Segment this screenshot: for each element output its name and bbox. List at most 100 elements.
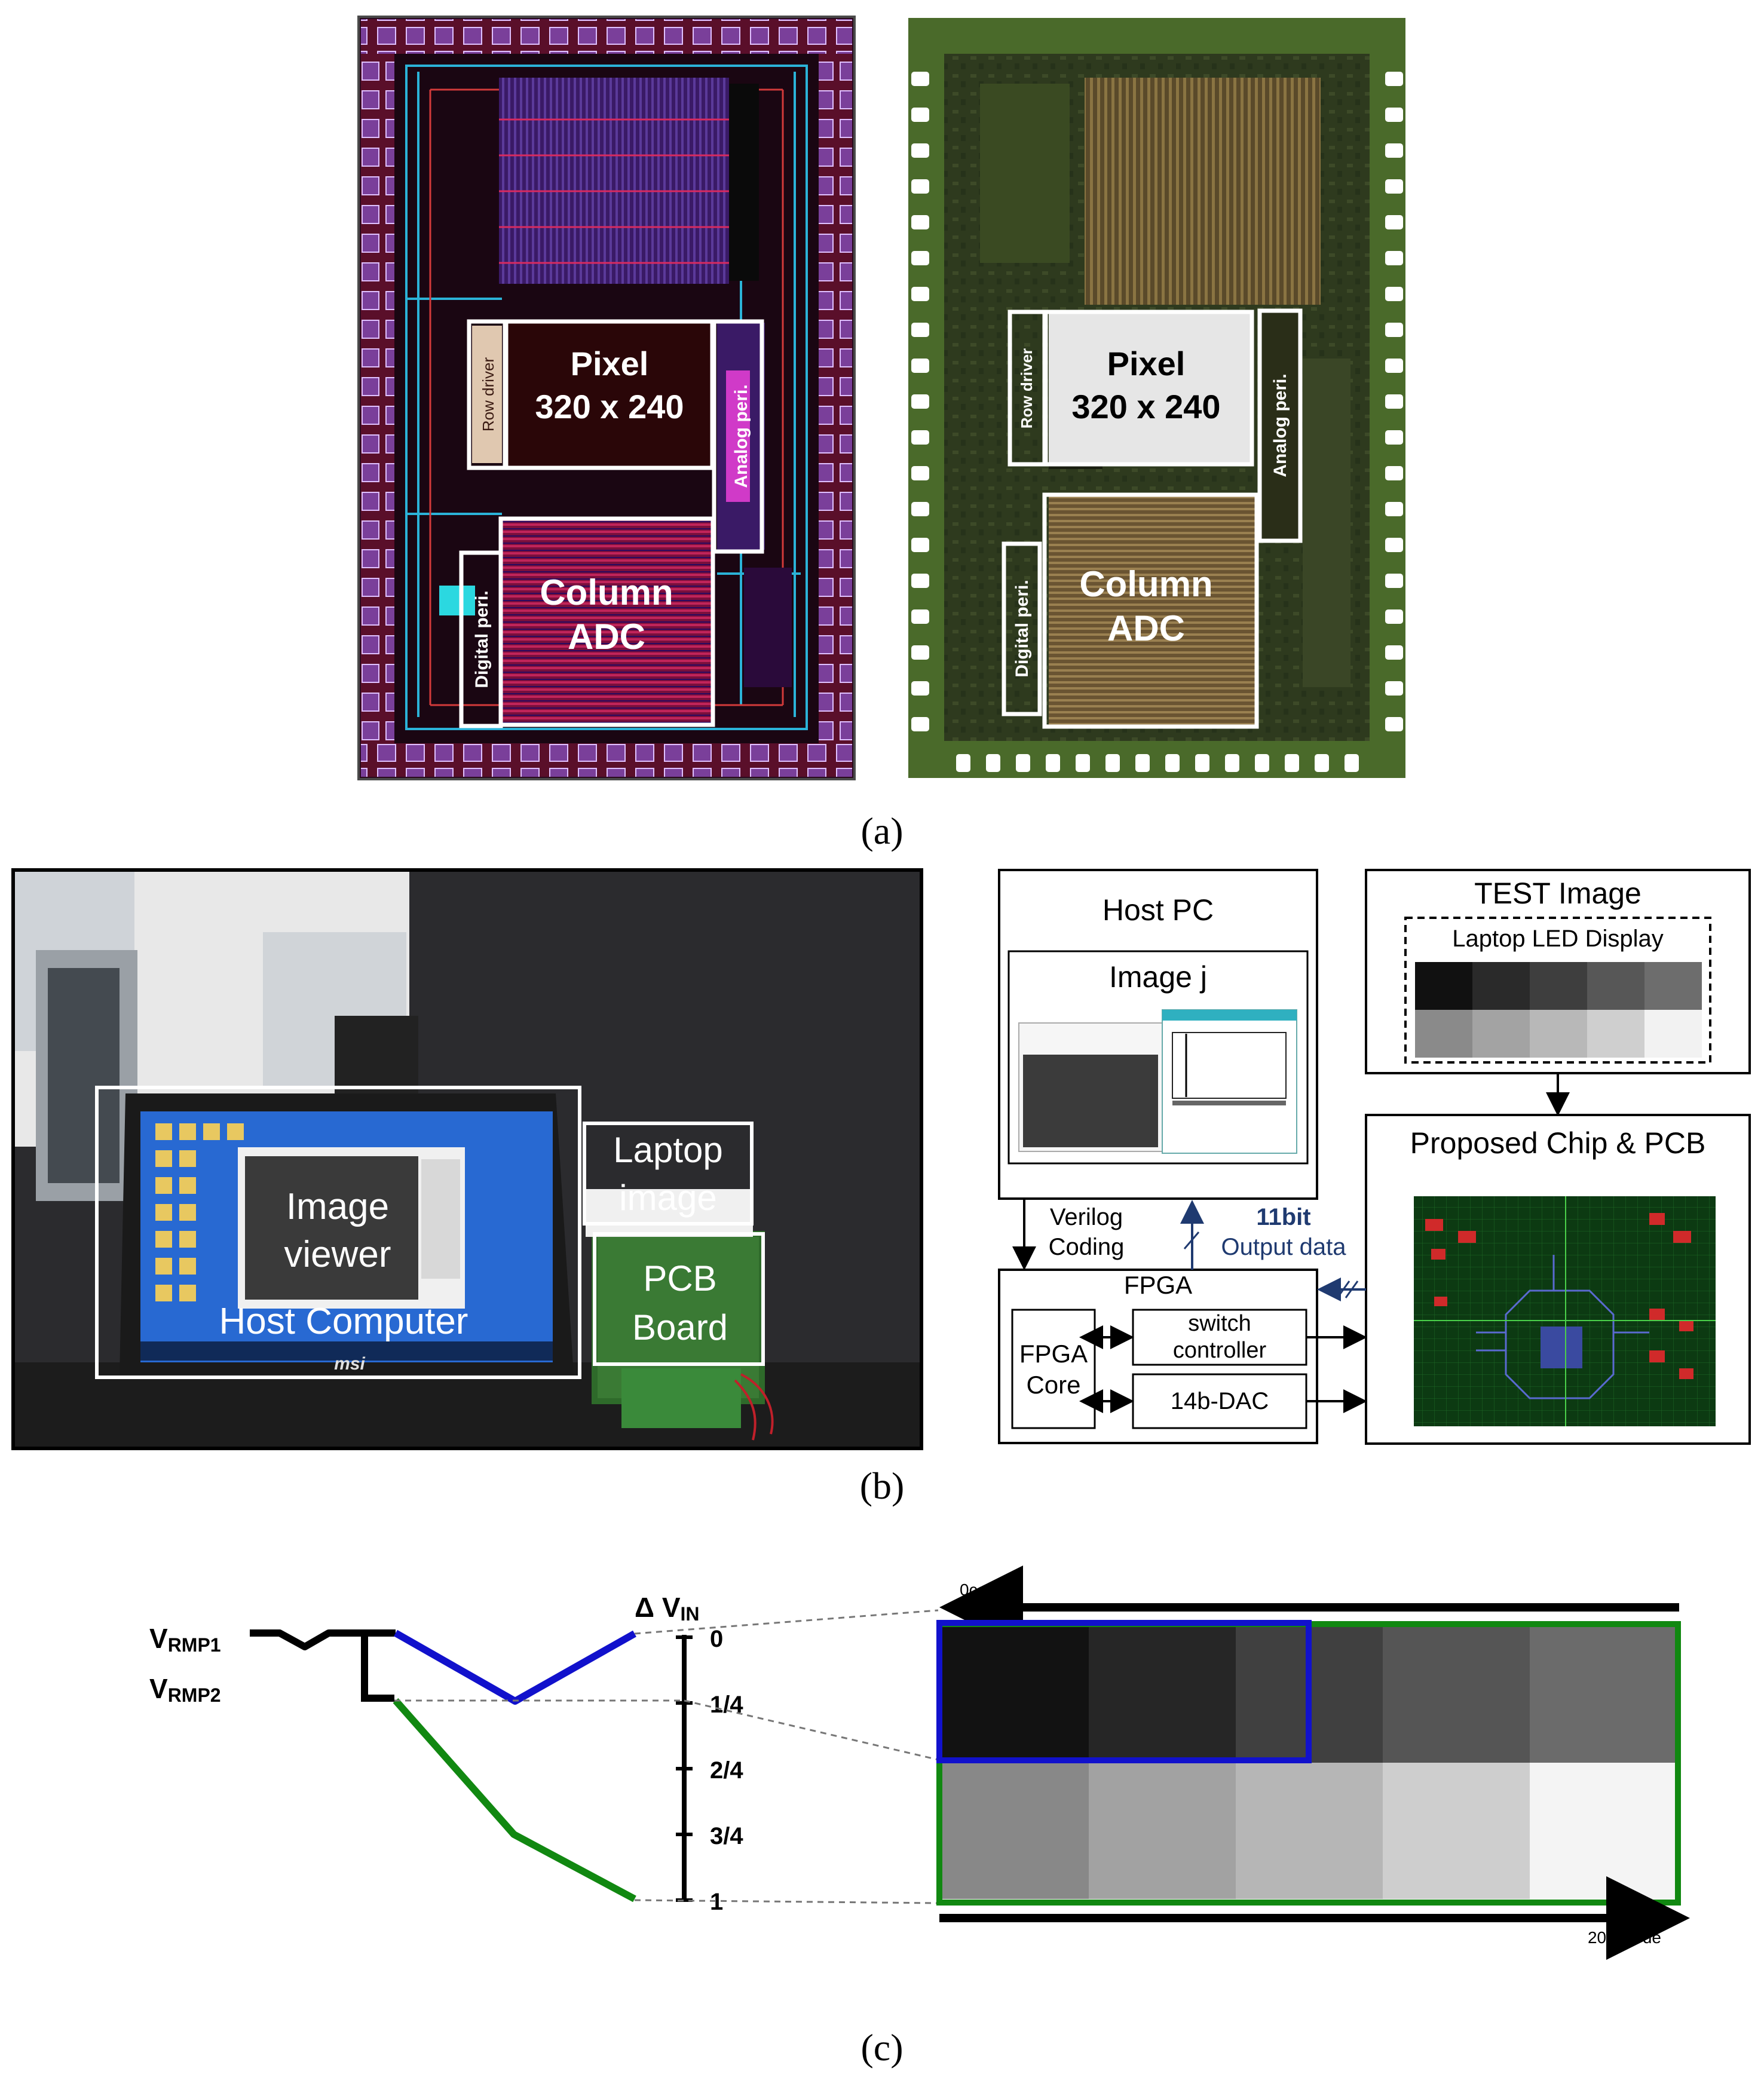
photo-analog-peri: Analog peri. (1270, 373, 1290, 477)
gray-swatch-top-3 (1383, 1626, 1530, 1763)
vin-tick-label-0: 0 (710, 1626, 723, 1652)
caption-a: (a) (860, 810, 903, 852)
pcb-board-label-2: Board (632, 1307, 728, 1347)
code-end-label: 2047code (1588, 1928, 1661, 1947)
laptop-image-label-2: image (619, 1178, 716, 1218)
photo-analog-box (1257, 308, 1303, 543)
panel-a: Pixel 320 x 240 Row driver Analog peri. … (357, 16, 1405, 852)
gray-swatch-top-4 (1530, 1626, 1677, 1763)
block-diagram: Host PC Image j TEST Image Laptop LED Di… (998, 869, 1751, 1445)
panel-c: VRMP1 VRMP2 Δ VIN 01/42/43/41 0code 2047… (149, 1566, 1690, 2069)
test-image-label: TEST Image (1474, 877, 1642, 910)
host-pc-label: Host PC (1102, 893, 1214, 927)
blue-range-box (936, 1620, 1312, 1763)
layout-adc-label: ADC (568, 617, 645, 657)
led-swatch-top-4 (1644, 962, 1702, 1010)
panel-b: msi Image viewer Host Computer Laptop im… (11, 868, 1751, 1507)
image-viewer-label-2: viewer (284, 1234, 391, 1275)
vrmp1-label: VRMP1 (149, 1623, 221, 1656)
led-swatch-bottom-2 (1530, 1010, 1587, 1058)
gray-swatch-top-0 (942, 1626, 1089, 1763)
photo-chip: Pixel 320 x 240 Row driver Analog peri. … (908, 18, 1405, 778)
photo-digital-box (1002, 541, 1042, 716)
led-swatch-top-0 (1415, 962, 1472, 1010)
ramp-green (393, 1698, 636, 1903)
setup-photo: msi Image viewer Host Computer Laptop im… (11, 868, 923, 1450)
vrmp1-v: V (149, 1623, 168, 1654)
image-j-label: Image j (1109, 960, 1207, 994)
delta-vin-v: Δ V (635, 1592, 681, 1623)
vin-tick-label-4: 1 (710, 1889, 723, 1915)
laptop-image-label: Laptop (613, 1130, 723, 1170)
led-gray-swatches (1415, 962, 1702, 1058)
code-start-label: 0code (960, 1580, 1005, 1599)
photo-column-label: Column (1079, 564, 1212, 604)
gray-swatch-top-1 (1089, 1626, 1236, 1763)
gray-swatch-bottom-0 (942, 1763, 1089, 1899)
vrmp2-label: VRMP2 (149, 1673, 221, 1706)
vrmp2-sub: RMP2 (168, 1684, 221, 1706)
gray-swatch-bottom-2 (1236, 1763, 1383, 1899)
layout-row-driver: Row driver (479, 357, 497, 432)
layout-pixel-label: Pixel (571, 345, 649, 382)
coding-label: Coding (1049, 1234, 1125, 1260)
vrmp1-sub: RMP1 (168, 1634, 221, 1656)
pcb-layout-image (1414, 1196, 1716, 1426)
fpga-core-label: FPGA (1019, 1340, 1088, 1368)
delta-vin-label: Δ VIN (635, 1592, 700, 1625)
fpga-label: FPGA (1124, 1271, 1192, 1299)
led-swatch-bottom-0 (1415, 1010, 1472, 1058)
layout-digital-box (459, 550, 503, 728)
ramp-input-waveform (250, 1629, 396, 1650)
pcb-board-label: PCB (643, 1258, 716, 1298)
proposed-chip-label: Proposed Chip & PCB (1410, 1126, 1706, 1160)
pcb-board-box (593, 1232, 765, 1366)
photo-pixel-size: 320 x 240 (1071, 388, 1220, 425)
vin-tick-label-2: 2/4 (710, 1757, 743, 1784)
photo-adc-box (1042, 492, 1259, 729)
gray-swatch-bottom-3 (1383, 1763, 1530, 1899)
brand-logo: msi (334, 1354, 365, 1374)
bit-label: 11bit (1256, 1204, 1310, 1230)
layout-digital-peri: Digital peri. (472, 590, 492, 688)
layout-analog-peri: Analog peri. (731, 384, 751, 488)
guide-lines (394, 1609, 939, 1904)
caption-c: (c) (860, 2026, 903, 2069)
laptop-led-label: Laptop LED Display (1452, 926, 1664, 952)
dac-label: 14b-DAC (1171, 1388, 1269, 1414)
photo-adc-label: ADC (1107, 608, 1185, 648)
host-computer-box (95, 1086, 581, 1379)
vin-scale-ticks: 01/42/43/41 (676, 1626, 743, 1915)
vin-tick-label-3: 3/4 (710, 1823, 743, 1849)
delta-vin-sub: IN (681, 1603, 700, 1625)
host-computer-label: Host Computer (219, 1301, 468, 1342)
photo-row-driver: Row driver (1018, 348, 1036, 428)
fpga-core-label-2: Core (1026, 1371, 1080, 1399)
layout-column-label: Column (540, 572, 673, 612)
image-viewer-label: Image (286, 1186, 389, 1227)
led-swatch-top-1 (1472, 962, 1530, 1010)
photo-pixel-box (1043, 310, 1254, 467)
layout-chip: Pixel 320 x 240 Row driver Analog peri. … (357, 16, 856, 780)
ramp-blue (394, 1629, 636, 1705)
ramp-split (361, 1633, 394, 1702)
switch-controller-box (1132, 1309, 1307, 1366)
verilog-label: Verilog (1050, 1204, 1123, 1230)
led-swatch-top-3 (1587, 962, 1644, 1010)
gray-swatch-bottom-4 (1530, 1763, 1677, 1899)
switch-label: switch (1188, 1311, 1251, 1336)
photo-pixel-label: Pixel (1107, 345, 1186, 382)
led-swatch-bottom-4 (1644, 1010, 1702, 1058)
layout-analog-box (712, 319, 764, 554)
laptop-image-box (583, 1122, 754, 1226)
layout-pixel-size: 320 x 240 (535, 388, 684, 425)
led-swatch-bottom-3 (1587, 1010, 1644, 1058)
controller-label: controller (1173, 1338, 1267, 1363)
led-swatch-bottom-1 (1472, 1010, 1530, 1058)
photo-digital-peri: Digital peri. (1012, 580, 1032, 677)
led-swatch-top-2 (1530, 962, 1587, 1010)
fpga-core-box (1011, 1309, 1096, 1429)
caption-b: (b) (860, 1465, 905, 1507)
output-data-label: Output data (1221, 1234, 1346, 1260)
